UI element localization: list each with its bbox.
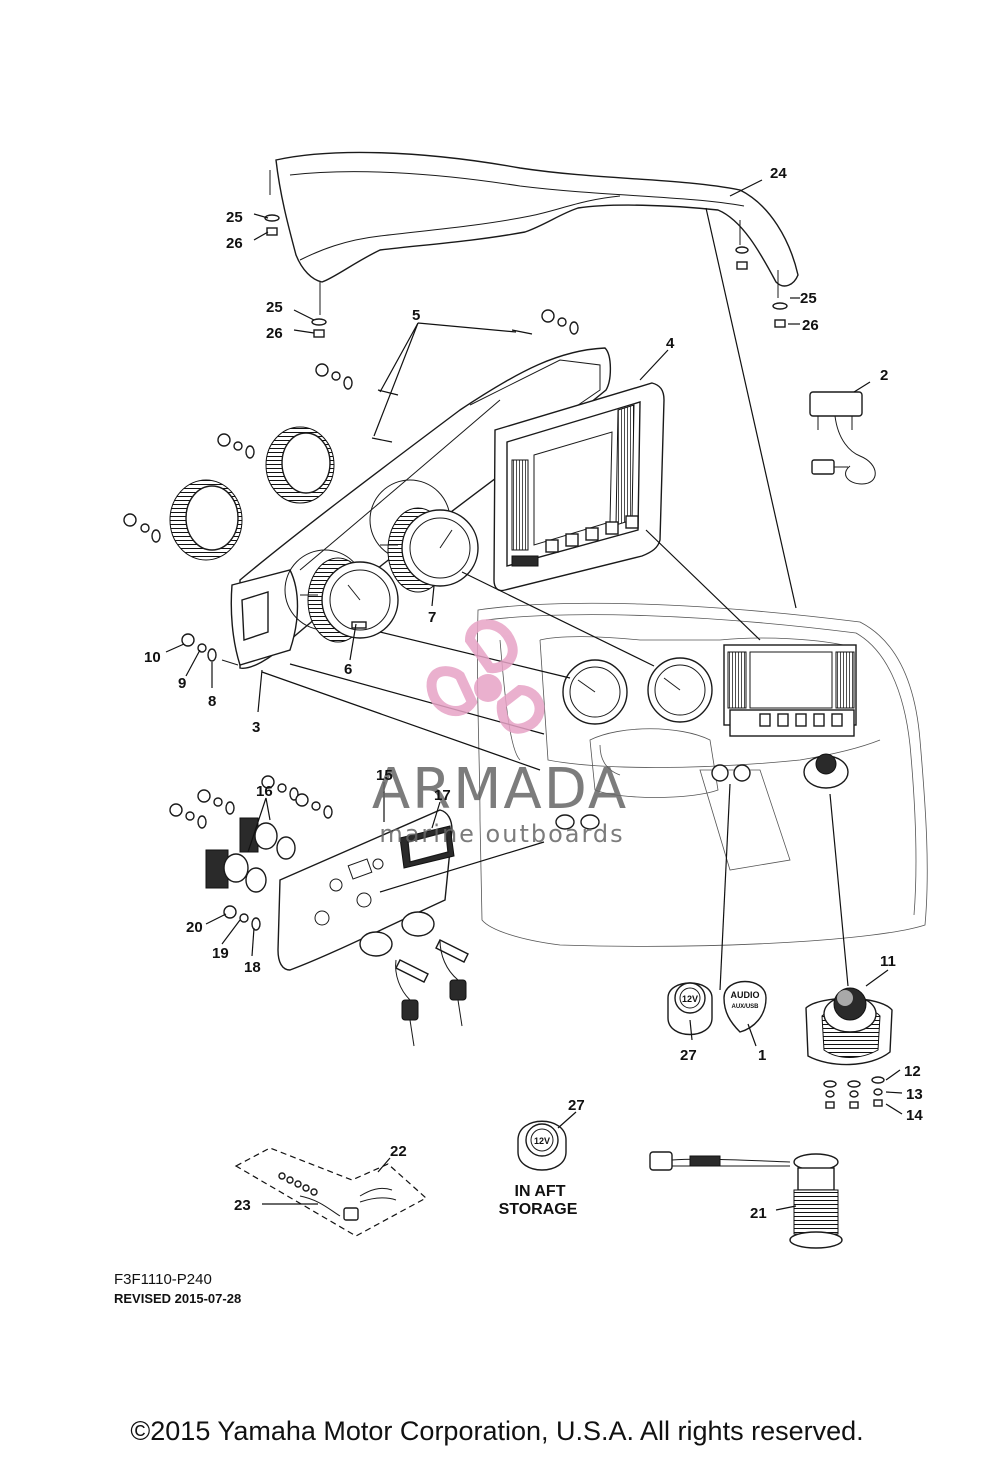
callout-13: 13 [906,1086,923,1103]
display-unit [493,382,665,592]
callout-15: 15 [376,767,393,784]
drawing-code: F3F1110-P240 [114,1271,212,1288]
gauge-rings [169,426,335,561]
gauge-7 [380,507,479,593]
propeller-logo [426,619,545,734]
callout-3: 3 [252,719,260,736]
washers-nuts-top [264,214,788,338]
callout-24: 24 [770,165,787,182]
note-line1: IN AFT [515,1183,566,1200]
callout-26-c: 26 [802,317,819,334]
outlet-aft-12v-label: 12V [534,1136,550,1146]
callout-5: 5 [412,307,420,324]
switch-panel [169,775,469,1047]
callout-27-a: 27 [680,1047,697,1064]
callout-25-c: 25 [800,290,817,307]
callout-26-b: 26 [266,325,283,342]
outlet-aft: 12V IN AFT STORAGE [499,1120,578,1218]
callout-1: 1 [758,1047,766,1064]
console-outline [477,602,928,947]
joystick-11 [805,987,893,1109]
gauge-6 [300,557,399,643]
callout-17: 17 [434,787,451,804]
watermark-tagline: marine outboards [379,820,624,848]
callout-27-b: 27 [568,1097,585,1114]
callout-23: 23 [234,1197,251,1214]
callout-19: 19 [212,945,229,962]
callout-25-b: 25 [266,299,283,316]
dash-top-cover [269,151,799,315]
callout-8: 8 [208,693,216,710]
outlet-audio: 12V AUDIO AUX/USB [667,980,767,1036]
callout-21: 21 [750,1205,767,1222]
callout-12: 12 [904,1063,921,1080]
callout-labels: 1 2 3 4 5 6 7 8 9 10 11 12 13 14 15 16 1… [144,165,923,1222]
audio-label-line1: AUDIO [731,990,760,1000]
callout-20: 20 [186,919,203,936]
callout-26-a: 26 [226,235,243,252]
sender-21 [649,1151,843,1249]
callout-18: 18 [244,959,261,976]
note-line2: STORAGE [499,1201,578,1218]
callout-6: 6 [344,661,352,678]
audio-label-line2: AUX/USB [731,1004,759,1010]
copyright-notice: ©2015 Yamaha Motor Corporation, U.S.A. A… [130,1416,863,1446]
callout-14: 14 [906,1107,923,1124]
module-2 [809,391,876,485]
callout-9: 9 [178,675,186,692]
watermark-brand: ARMADA [372,757,628,822]
callout-16: 16 [256,783,273,800]
callout-10: 10 [144,649,161,666]
harness-kit [234,1147,428,1237]
callout-25-a: 25 [226,209,243,226]
callout-7: 7 [428,609,436,626]
hardware-gauges [123,309,579,666]
callout-2: 2 [880,367,888,384]
callout-11: 11 [880,953,896,970]
outlet-12v-label: 12V [682,994,698,1004]
revision-date: REVISED 2015-07-28 [114,1291,241,1306]
callout-22: 22 [390,1143,407,1160]
armada-watermark: ARMADA marine outboards [372,619,628,848]
callout-4: 4 [666,335,675,352]
